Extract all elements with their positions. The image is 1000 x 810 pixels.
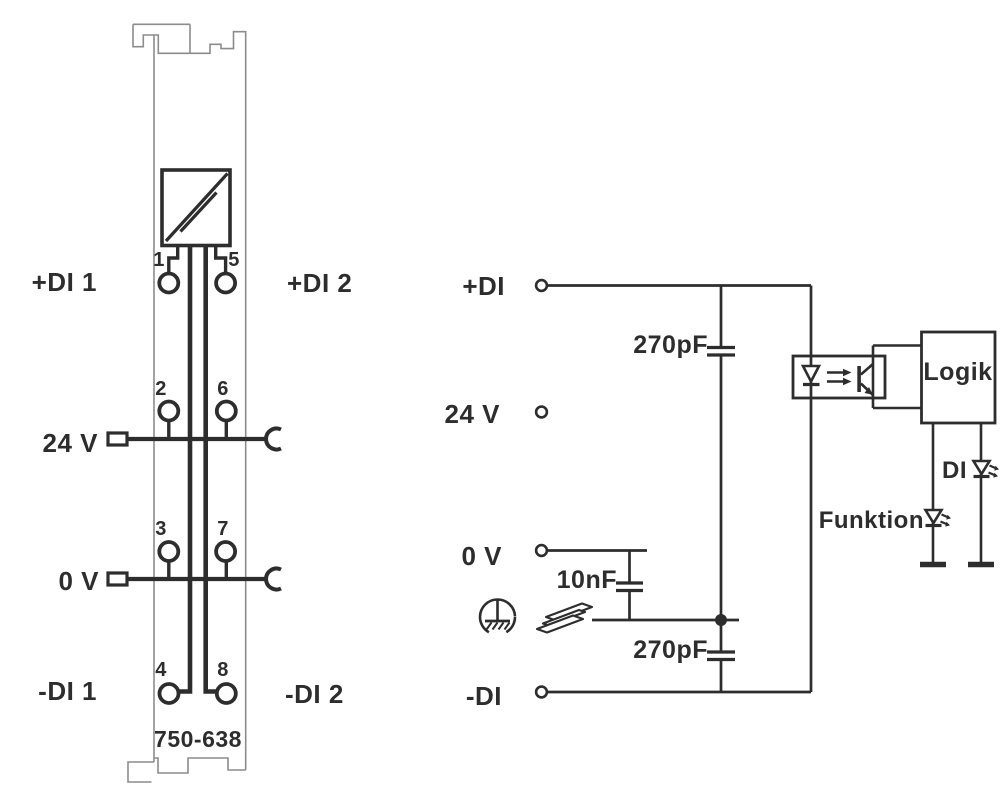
schematic-label-minus-di: -DI (465, 681, 502, 711)
module-label-0v: 0 V (58, 566, 99, 596)
schematic-label-plus-di: +DI (462, 271, 505, 301)
logic-block-label: Logik (923, 358, 993, 386)
terminal-number-8: 8 (217, 659, 229, 681)
capacitor-value-middle: 10nF (556, 566, 617, 594)
led-icon (923, 459, 999, 528)
module-label-minus-di1: -DI 1 (38, 676, 97, 706)
module-housing-outline (127, 23, 247, 783)
electronics-square-symbol (160, 168, 232, 248)
npn-transistor-icon (857, 363, 874, 396)
capacitor-icon (616, 345, 735, 662)
schematic-terminal-circles (534, 278, 549, 699)
schematic-wires (547, 284, 813, 694)
functional-earth-icon (478, 598, 517, 636)
capacitor-value-bottom: 270pF (633, 636, 708, 664)
module-terminal-contacts (157, 271, 238, 705)
module-part-number: 750-638 (154, 726, 242, 752)
logic-block-box (920, 330, 997, 425)
junction-dot (715, 614, 727, 626)
led-driver-wires (931, 423, 983, 563)
led-label-funktion: Funktion (818, 507, 924, 534)
module-internal-wiring (127, 245, 265, 694)
terminal-number-4: 4 (155, 659, 167, 681)
terminal-number-1: 1 (153, 249, 165, 271)
field-connector-icon (106, 431, 129, 587)
module-label-minus-di2: -DI 2 (285, 679, 344, 709)
schematic-label-0v: 0 V (461, 541, 502, 571)
terminal-number-6: 6 (217, 378, 229, 400)
power-jumper-contact-icon (264, 426, 282, 592)
optocoupler-icon (791, 344, 922, 410)
terminal-number-5: 5 (228, 249, 240, 271)
terminal-number-3: 3 (155, 518, 167, 540)
terminal-number-2: 2 (155, 378, 167, 400)
din-rail-icon (535, 602, 594, 634)
module-label-24v: 24 V (42, 428, 98, 458)
led-label-di: DI (942, 457, 967, 484)
module-label-plus-di2: +DI 2 (287, 268, 353, 298)
terminal-number-7: 7 (217, 518, 229, 540)
schematic-label-24v: 24 V (444, 399, 500, 429)
capacitor-value-top: 270pF (633, 331, 708, 359)
module-label-plus-di1: +DI 1 (31, 267, 97, 297)
